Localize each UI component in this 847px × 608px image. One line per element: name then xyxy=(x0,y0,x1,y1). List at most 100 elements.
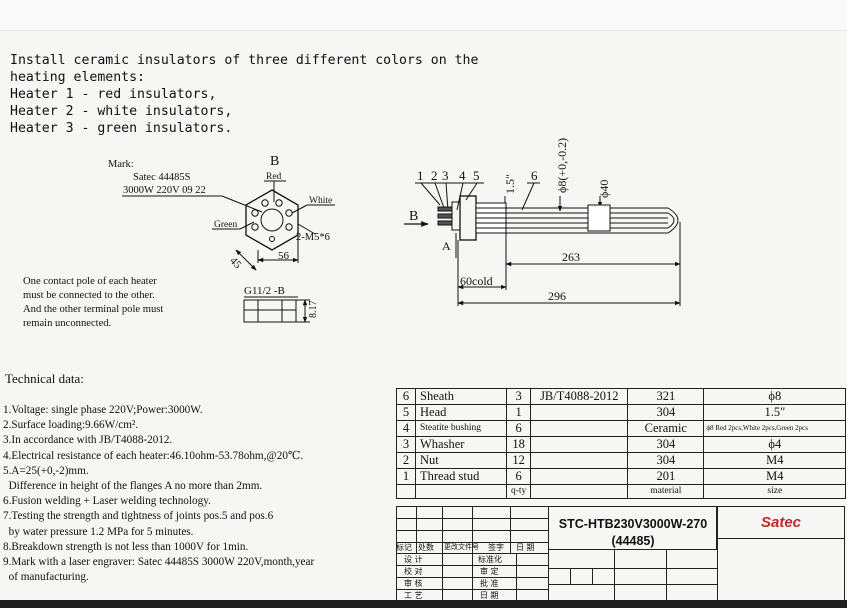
table-row: 4 Steatite bushing 6 Ceramic ϕ8 Red 2pcs… xyxy=(396,420,847,437)
size-cell: 1.5" xyxy=(703,404,847,421)
qty-header: q-ty xyxy=(505,484,532,499)
title-block: 标记 处数 更改文件号 签字 日 期 设 计 标准化 校 对 审 定 审 核 批… xyxy=(396,506,845,601)
date-label: 日 期 xyxy=(480,591,499,600)
name-cell: Steatite bushing xyxy=(415,420,507,437)
size-cell: ϕ8 Red 2pcs,White 2pcs,Green 2pcs xyxy=(703,420,847,437)
std-cell xyxy=(530,468,629,485)
req-item: 5.A=25(+0,-2)mm. xyxy=(3,464,89,477)
dim-tube: ϕ8(+0,-0.2) xyxy=(555,138,569,193)
install-line: Heater 3 - green insulators. xyxy=(10,121,233,136)
dim-45: 45 xyxy=(227,255,244,272)
col-doc: 更改文件号 xyxy=(444,543,479,551)
contact-note: One contact pole of each heater must be … xyxy=(23,275,163,331)
parts-table: 6 Sheath 3 JB/T4088-2012 321 ϕ8 5 Head 1… xyxy=(396,388,847,499)
name-cell: Head xyxy=(415,404,507,421)
table-header-row: q-ty material size xyxy=(396,484,847,499)
req-item: of manufacturing. xyxy=(3,571,89,584)
craft-label: 工 艺 xyxy=(404,591,423,600)
name-cell: Whasher xyxy=(415,436,507,453)
col-sign: 签字 xyxy=(488,543,504,552)
dim-263: 263 xyxy=(562,250,580,264)
name-cell: Nut xyxy=(415,452,507,469)
review-label: 审 定 xyxy=(480,567,499,576)
qty-cell: 3 xyxy=(505,388,532,405)
dim-thickness: 8.17 xyxy=(308,301,319,319)
model-title: STC-HTB230V3000W-270 (44485) xyxy=(549,516,717,550)
material-cell: 304 xyxy=(627,404,705,421)
pos-cell: 5 xyxy=(396,404,416,421)
pos-cell: 1 xyxy=(396,468,416,485)
model-line-2: (44485) xyxy=(611,534,655,548)
req-item: 1.Voltage: single phase 220V;Power:3000W… xyxy=(3,404,203,416)
material-cell: 304 xyxy=(627,452,705,469)
req-item: 3.In accordance with JB/T4088-2012. xyxy=(3,434,173,447)
mark-line-1: Satec 44485S xyxy=(133,172,191,183)
name-cell: Sheath xyxy=(415,388,507,405)
pos-cell: 2 xyxy=(396,452,416,469)
table-row: 1 Thread stud 6 201 M4 xyxy=(396,468,847,485)
model-line-1: STC-HTB230V3000W-270 xyxy=(558,517,708,531)
side-view: 1 2 3 4 5 6 1.5" ϕ8(+0,-0.2) ϕ40 B xyxy=(404,138,681,306)
red-label: Red xyxy=(266,172,282,182)
dim-296: 296 xyxy=(548,289,566,303)
pos-6: 6 xyxy=(531,168,538,183)
table-row: 5 Head 1 304 1.5" xyxy=(396,404,847,421)
req-item: by water pressure 1.2 MPa for 5 minutes. xyxy=(3,525,194,538)
note-line: remain unconnected. xyxy=(23,318,112,329)
req-item: 4.Electrical resistance of each heater:4… xyxy=(3,449,304,462)
pos-4: 4 xyxy=(459,168,466,183)
note-line: And the other terminal pole must xyxy=(23,304,164,315)
size-header: size xyxy=(703,484,847,499)
table-row: 3 Whasher 18 304 ϕ4 xyxy=(396,436,847,453)
std-cell: JB/T4088-2012 xyxy=(530,388,629,405)
viewer-top-bar xyxy=(0,0,847,31)
pos-3: 3 xyxy=(442,168,449,183)
pos-cell: 4 xyxy=(396,420,416,437)
dim-56: 56 xyxy=(278,250,290,262)
support-ring xyxy=(587,204,611,232)
std-cell xyxy=(530,452,629,469)
approve-label: 批 准 xyxy=(480,579,499,588)
terminal-green-1 xyxy=(251,209,259,217)
technical-requirements: 1.Voltage: single phase 220V;Power:3000W… xyxy=(3,403,314,585)
viewer-bottom-bar xyxy=(0,600,847,608)
size-cell: ϕ8 xyxy=(703,388,847,405)
thread-section xyxy=(243,299,297,323)
material-cell: 304 xyxy=(627,436,705,453)
pos-1: 1 xyxy=(417,168,424,183)
table-row: 2 Nut 12 304 M4 xyxy=(396,452,847,469)
flange-view: Mark: Satec 44485S 3000W 220V 09 22 B Re… xyxy=(108,154,335,323)
material-cell: 201 xyxy=(627,468,705,485)
pos-cell: 3 xyxy=(396,436,416,453)
head xyxy=(459,195,477,241)
note-line: must be connected to the other. xyxy=(23,290,155,301)
install-line: heating elements: xyxy=(10,70,145,85)
technical-title: Technical data: xyxy=(5,371,84,386)
dim-1-5: 1.5" xyxy=(503,174,517,194)
design-label: 设 计 xyxy=(404,555,423,564)
terminal-white-1 xyxy=(285,209,293,217)
view-b-letter: B xyxy=(409,209,418,224)
terminal-red-2 xyxy=(275,199,283,207)
col-mark: 标记 xyxy=(396,543,412,552)
terminal-white-2 xyxy=(285,223,293,231)
install-instructions: Install ceramic insulators of three diff… xyxy=(10,52,478,137)
audit-label: 审 核 xyxy=(404,579,423,588)
hex-flange xyxy=(245,189,299,251)
req-item: Difference in height of the flanges A no… xyxy=(3,480,263,493)
req-item: 6.Fusion welding + Laser welding technol… xyxy=(3,495,211,508)
terminal-green-2 xyxy=(251,223,259,231)
qty-cell: 6 xyxy=(505,420,532,437)
req-item: 8.Breakdown strength is not less than 10… xyxy=(3,540,249,553)
qty-cell: 18 xyxy=(505,436,532,453)
col-count: 处数 xyxy=(418,543,434,552)
steatite-bushing xyxy=(451,201,461,231)
req-item: 2.Surface loading:9.66W/cm². xyxy=(3,419,139,432)
req-item: 9.Mark with a laser engraver: Satec 4448… xyxy=(3,556,315,569)
terminal-red-1 xyxy=(261,199,269,207)
pos-5: 5 xyxy=(473,168,480,183)
std-cell xyxy=(530,420,629,437)
std-cell xyxy=(530,404,629,421)
mark-label: Mark: xyxy=(108,159,134,170)
